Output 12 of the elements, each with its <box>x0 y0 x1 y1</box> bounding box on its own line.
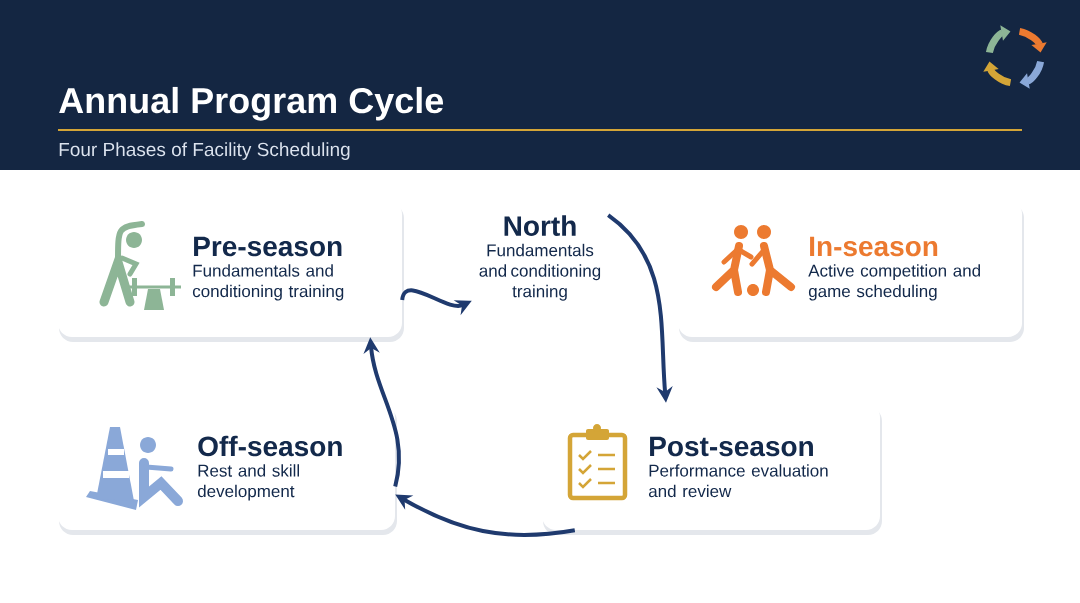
phase-description: Active competition and game scheduling <box>808 264 980 301</box>
phase-title: North <box>504 215 576 236</box>
phase-description: Rest and skill development <box>197 464 299 501</box>
phase-description: Fundamentals and conditioning training <box>192 264 344 301</box>
title: Annual Program Cycle <box>59 86 444 121</box>
phase-title: In-season <box>810 236 938 257</box>
phase-title: Off-season <box>198 435 342 457</box>
phase-title: Pre-season <box>194 236 342 257</box>
phase-description: Performance evaluation and review <box>648 464 828 498</box>
phase-title: Post-season <box>650 436 813 457</box>
subtitle: Four Phases of Facility Scheduling <box>59 142 350 160</box>
phase-description: Fundamentals and conditioning training <box>479 243 601 301</box>
